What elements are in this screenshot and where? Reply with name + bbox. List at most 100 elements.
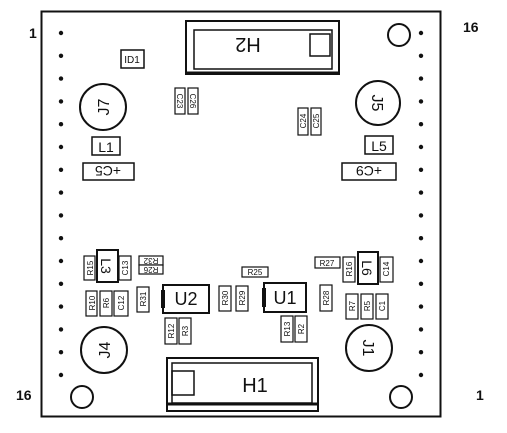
pin-dots [58,30,424,378]
part-r5-outline [360,293,374,320]
pin-dot-right-11 [418,258,424,264]
pin-dot-left-8 [58,190,64,195]
pin-dot-right-7 [418,167,424,172]
inductor-l5: L5 [364,135,394,155]
part-c25-outline [310,107,322,136]
jack-j4: J4 [80,326,128,374]
pin-dot-left-7 [58,167,64,172]
part-r26-outline [138,264,164,275]
capacitor-c9-label: +C9 [356,163,382,179]
jack-j1: J1 [345,324,393,372]
pin-dot-left-3 [58,76,64,81]
part-r12-outline [164,317,178,345]
inductor-l1: L1 [91,136,121,156]
part-r7-label: R7 [348,300,357,311]
coil-l3: L3 [96,249,119,283]
part-r15-outline [83,255,96,281]
part-r13-outline [280,315,294,343]
part-r6-label: R6 [102,297,111,308]
pin-dot-right-3 [418,76,424,81]
part-r28-outline [319,284,333,312]
part-r27-outline [314,256,341,269]
part-r25-label: R25 [248,268,263,277]
pin-dot-left-9 [58,213,64,218]
part-c24-outline [297,107,309,136]
pin-label-bottom-right: 1 [476,387,484,403]
jack-j7-label: J7 [96,98,113,115]
pin-dot-left-10 [58,236,64,241]
pin-dot-left-12 [58,281,64,286]
pin-label-bottom-left: 16 [16,387,32,403]
pin-dot-left-4 [58,99,64,104]
part-c23-label: C23 [175,94,184,109]
part-r32-label: R32 [143,256,158,265]
part-r29-outline [235,285,249,312]
pin-dot-right-8 [418,190,424,195]
pin-dot-left-15 [58,350,64,355]
part-c23-outline [174,87,186,115]
ic-u2-label: U2 [174,289,197,309]
pin-dot-right-5 [418,122,424,127]
inductor-l1-label: L1 [98,139,114,155]
part-r7-outline [345,293,359,320]
pin-dot-right-15 [418,350,424,355]
part-c1-label: C1 [378,300,387,311]
id-marker-label: ID1 [124,55,140,66]
inductor-l5-label: L5 [371,138,387,154]
jack-j4-label: J4 [97,341,114,358]
pin-dot-left-16 [58,372,64,378]
part-c13-label: C13 [121,260,130,275]
part-r28-label: R28 [322,290,331,305]
pin-dot-right-16 [418,372,424,378]
pin-dot-left-14 [58,327,64,332]
coil-l6-label: L6 [359,260,375,276]
ic-u1-label: U1 [273,288,296,308]
part-r27-label: R27 [320,259,335,268]
part-c25-label: C25 [312,113,321,128]
pin-dot-right-13 [418,304,424,309]
part-c12-outline [113,290,129,317]
ic-u1: U1 [262,282,307,313]
part-c1-outline [375,293,389,320]
pin-dot-left-5 [58,122,64,127]
id-marker: ID1 [120,49,145,69]
pin-dot-left-1 [58,30,64,36]
pin-dot-right-6 [418,144,424,150]
part-r3-label: R3 [181,325,190,336]
pin-dot-right-2 [418,53,424,58]
mount-hole-bottom-left [70,385,94,409]
coil-l6: L6 [357,251,379,285]
part-r2-label: R2 [297,323,306,334]
pin-dot-left-6 [58,144,64,150]
part-c26-outline [187,87,199,115]
mount-hole-bottom-right [389,385,413,409]
part-c13-outline [118,255,132,281]
part-c12-label: C12 [117,295,126,310]
part-r26-label: R26 [143,265,158,274]
part-r12-label: R12 [167,323,176,338]
part-r3-outline [178,317,192,345]
header-h1-label: H1 [242,375,268,397]
part-c14-outline [379,256,394,283]
pin-dot-right-9 [418,213,424,218]
part-c24-label: C24 [299,113,308,128]
pin-dot-right-4 [418,99,424,104]
part-r25-outline [241,266,269,278]
part-r30-label: R30 [221,290,230,305]
part-r2-outline [294,315,308,343]
header-h2: H2 [185,20,340,75]
small-parts: C23 C26 C24 C25 R15 C13 R10 R6 C12 R32 R… [83,87,394,345]
pin-dot-right-12 [418,281,424,286]
part-c14-label: C14 [382,261,391,276]
jack-j7: J7 [79,83,127,131]
pin-label-top-right: 16 [463,19,479,35]
part-r31-outline [136,286,150,313]
header-h2-label: H2 [235,33,261,55]
part-c26-label: C26 [188,94,197,109]
capacitor-c5: +C5 [82,162,135,181]
pin-dot-left-13 [58,304,64,309]
part-r15-label: R15 [86,260,95,275]
capacitor-c5-label: +C5 [95,163,121,179]
part-r13-label: R13 [283,321,292,336]
